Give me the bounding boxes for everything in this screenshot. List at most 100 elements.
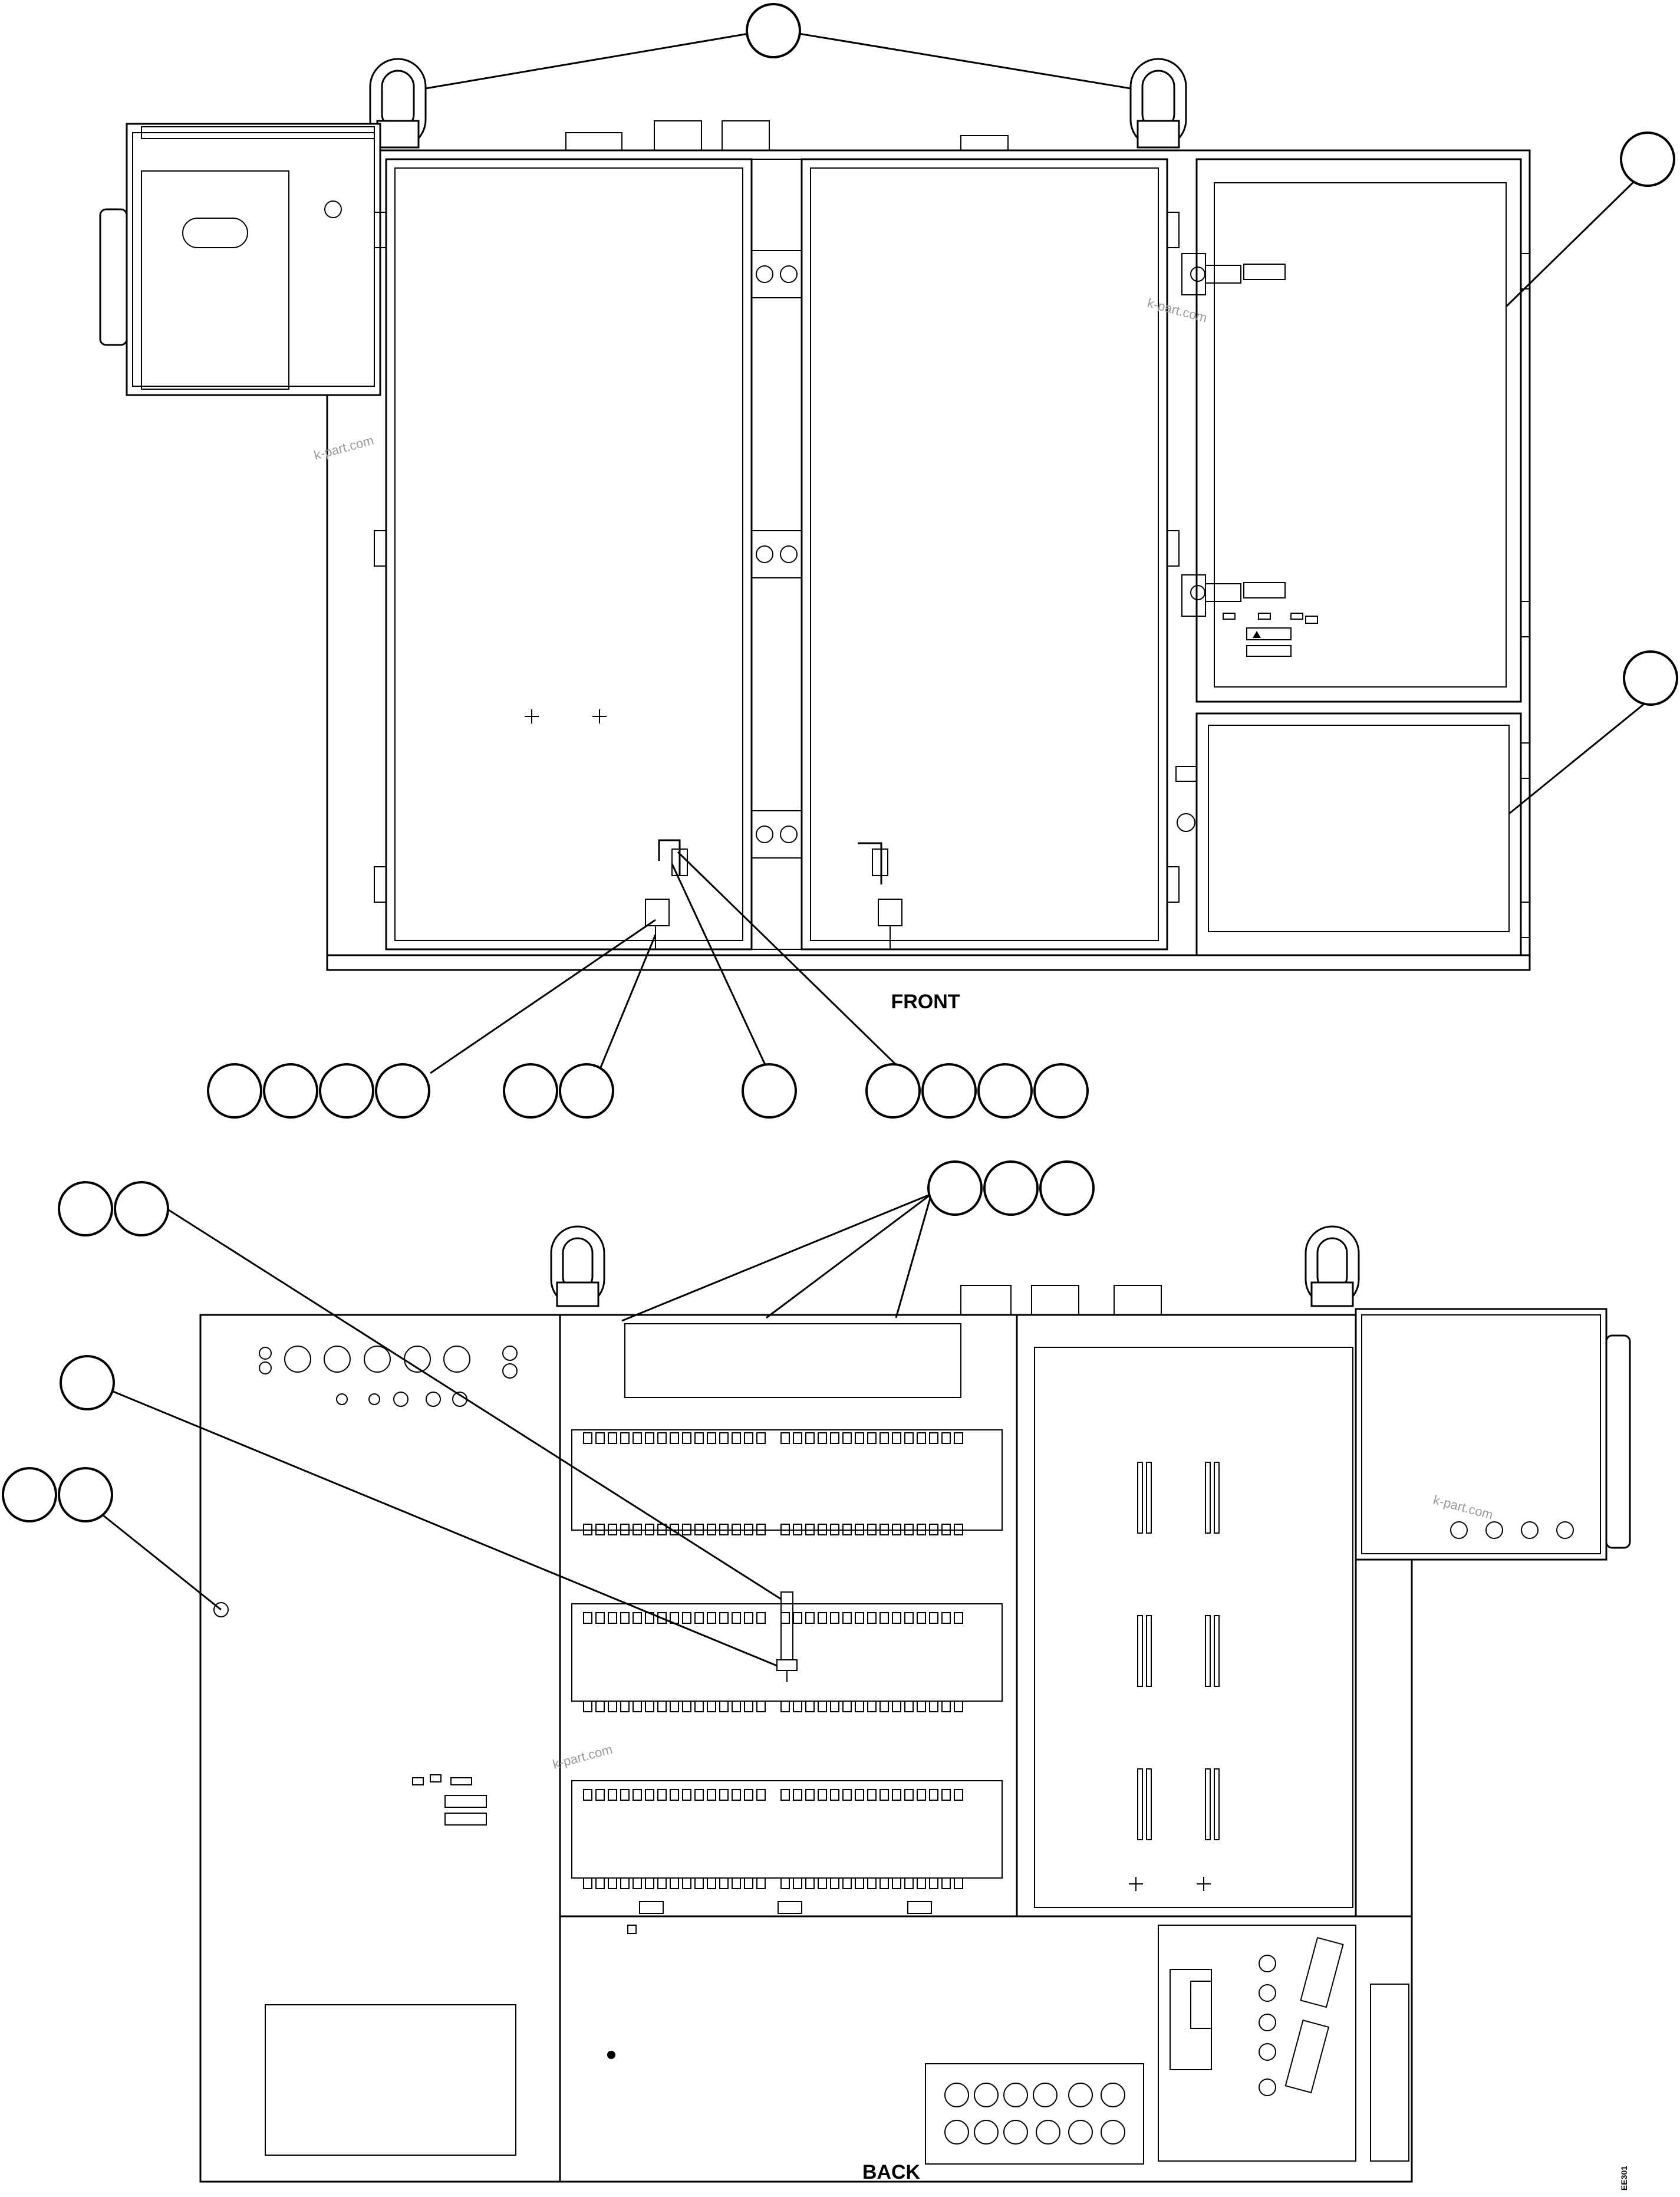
terminal	[941, 1612, 951, 1624]
side-junction-box-back	[1355, 1308, 1631, 1561]
terminal	[904, 1789, 914, 1801]
top-cover-plate	[624, 1323, 961, 1398]
terminal	[756, 1877, 766, 1889]
callout-group-d-1	[927, 1160, 983, 1216]
terminal	[732, 1877, 741, 1889]
terminal	[657, 1612, 667, 1624]
terminal	[793, 1432, 802, 1444]
terminal	[645, 1877, 654, 1889]
breaker-assembly	[1158, 1925, 1356, 2162]
callout-group-a-4	[375, 1063, 430, 1119]
terminal	[855, 1701, 864, 1712]
terminal	[917, 1701, 926, 1712]
terminal	[670, 1789, 679, 1801]
ground-stud	[213, 1602, 229, 1617]
terminal	[892, 1789, 901, 1801]
vent-slot	[1146, 1615, 1152, 1687]
callout-group-a-3	[319, 1063, 374, 1119]
back-view: BACK	[199, 1225, 1631, 2183]
terminal	[780, 1612, 790, 1624]
terminal	[595, 1432, 605, 1444]
vent-slot	[1214, 1615, 1220, 1687]
terminal	[645, 1701, 654, 1712]
terminal	[818, 1612, 827, 1624]
callout-group-d-3	[1039, 1160, 1095, 1216]
terminal	[744, 1701, 753, 1712]
lifting-eye-right	[1129, 58, 1187, 149]
terminal	[732, 1612, 741, 1624]
back-control-panel	[199, 1314, 561, 2183]
terminal	[756, 1432, 766, 1444]
terminal	[682, 1877, 691, 1889]
callout-lifting-eyes	[746, 3, 801, 58]
panel-latch-upper	[1181, 253, 1286, 295]
terminal	[892, 1701, 901, 1712]
terminal	[830, 1612, 839, 1624]
terminal	[707, 1701, 716, 1712]
terminal	[867, 1701, 877, 1712]
terminal	[744, 1432, 753, 1444]
gland-plate	[925, 2063, 1144, 2165]
callout-group-b-1	[503, 1063, 558, 1119]
terminal	[904, 1877, 914, 1889]
vent-slot	[1205, 1462, 1211, 1534]
front-left-door	[385, 158, 753, 951]
terminal	[756, 1701, 766, 1712]
door-handle-right	[858, 842, 902, 949]
terminal	[830, 1877, 839, 1889]
vent-slot	[1146, 1768, 1152, 1840]
terminal	[879, 1877, 889, 1889]
door-clamp-lower	[751, 810, 802, 859]
terminal	[694, 1612, 704, 1624]
terminal	[830, 1789, 839, 1801]
terminal	[620, 1789, 630, 1801]
terminal	[694, 1877, 704, 1889]
callout-group-a-2	[263, 1063, 318, 1119]
terminal	[855, 1877, 864, 1889]
terminal	[805, 1612, 815, 1624]
warning-labels	[1223, 613, 1318, 657]
terminal	[707, 1612, 716, 1624]
terminal	[842, 1789, 852, 1801]
callout-group-c-4	[1033, 1063, 1089, 1119]
terminal	[608, 1612, 617, 1624]
terminal	[892, 1612, 901, 1624]
terminal	[620, 1701, 630, 1712]
terminal	[608, 1701, 617, 1712]
terminal	[929, 1701, 938, 1712]
terminal	[842, 1432, 852, 1444]
terminal	[694, 1701, 704, 1712]
terminal	[620, 1612, 630, 1624]
terminal	[892, 1432, 901, 1444]
terminal	[707, 1432, 716, 1444]
watermark-1: k-part.com	[1146, 295, 1209, 325]
terminal	[744, 1612, 753, 1624]
terminal	[929, 1877, 938, 1889]
door-clamp-upper	[751, 250, 802, 298]
terminal	[682, 1789, 691, 1801]
terminal	[657, 1877, 667, 1889]
terminal	[583, 1789, 592, 1801]
terminal	[954, 1789, 963, 1801]
callout-group-b-2	[559, 1063, 614, 1119]
callout-group-c-3	[977, 1063, 1033, 1119]
terminal	[954, 1877, 963, 1889]
terminal	[682, 1432, 691, 1444]
front-view: FRONT	[99, 58, 1531, 1013]
terminal	[620, 1432, 630, 1444]
drawing-code: EE301	[1619, 2166, 1629, 2191]
terminal	[719, 1701, 729, 1712]
terminal	[818, 1789, 827, 1801]
terminal	[917, 1432, 926, 1444]
vent-slot	[1137, 1462, 1143, 1534]
terminal	[941, 1432, 951, 1444]
terminal	[954, 1612, 963, 1624]
nameplate	[412, 1774, 487, 1826]
terminal	[780, 1432, 790, 1444]
callout-group-c-2	[921, 1063, 977, 1119]
terminal	[904, 1432, 914, 1444]
callout-upper-panel	[1620, 131, 1675, 187]
terminal-rail	[571, 1429, 1003, 1531]
terminal	[879, 1612, 889, 1624]
terminal	[707, 1877, 716, 1889]
